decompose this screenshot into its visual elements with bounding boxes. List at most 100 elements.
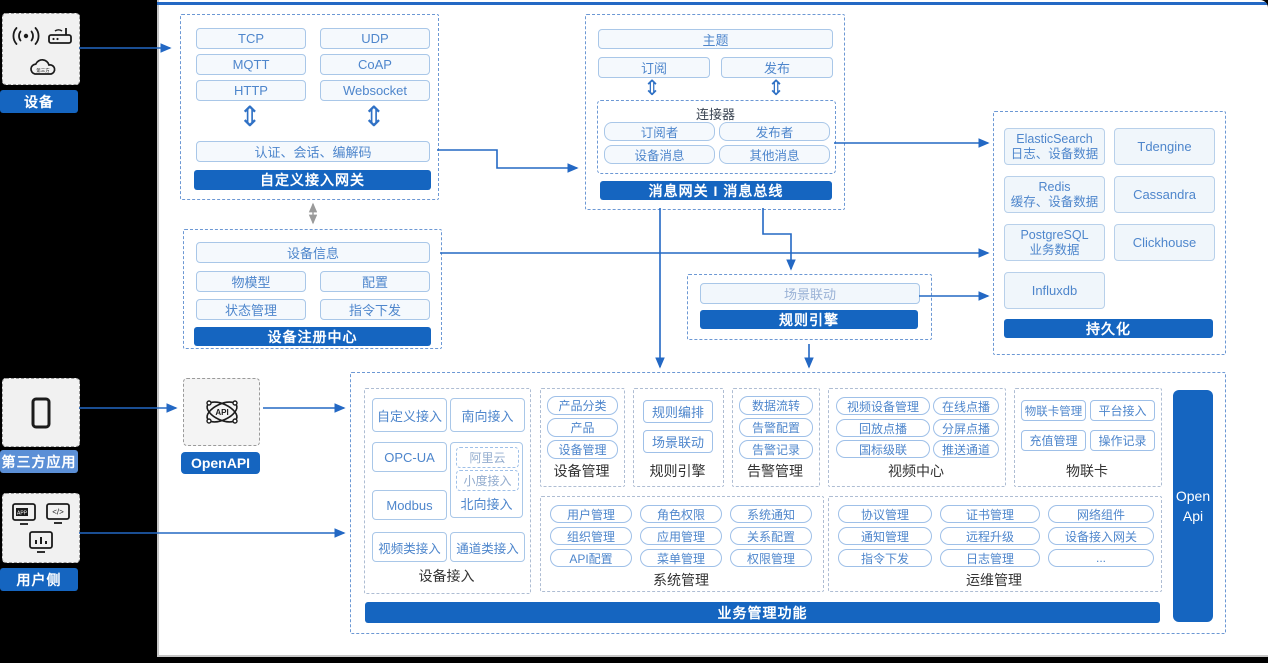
access-northbound-label: 北向接入 [460,497,513,512]
sys-permission-mgmt: 权限管理 [730,549,812,567]
access-channel-type: 通道类接入 [450,532,525,562]
mgmt-product-category: 产品分类 [547,396,618,415]
rule-scene-linkage: 场景联动 [643,430,713,453]
gateway-session-codec: 认证、会话、编解码 [196,141,430,162]
code-window-icon: </> [46,503,70,524]
ops-network-component: 网络组件 [1048,505,1154,523]
connector-title: 连接器 [695,107,735,122]
protocol-coap: CoAP [320,54,430,75]
open-api-line2: Api [1182,508,1204,524]
registry-device-info: 设备信息 [196,242,430,263]
access-xiaodu: 小度接入 [456,470,519,491]
openapi-icon-box: API [183,378,260,446]
section-label-alarm: 告警管理 [747,463,803,479]
protocol-udp: UDP [320,28,430,49]
alarm-records: 告警记录 [739,440,813,459]
cloud-icon: 第三方 [30,59,56,75]
sys-api-config: API配置 [550,549,632,567]
user-side-icon-box: APP </> [2,493,80,563]
mgmt-device: 设备管理 [547,440,618,459]
app-window-icon: APP [12,503,36,525]
protocol-http: HTTP [196,80,306,101]
access-custom: 自定义接入 [372,398,447,432]
openapi-label-text: OpenAPI [190,455,251,471]
db-clickhouse: Clickhouse [1114,224,1215,261]
sys-relation-config: 关系配置 [730,527,812,545]
connector-subscriber: 订阅者 [604,122,715,141]
bus-topic: 主题 [598,29,833,49]
section-label-iot-card: 物联卡 [1066,463,1108,479]
sys-role-permission: 角色权限 [640,505,722,523]
bus-subscribe: 订阅 [598,57,710,78]
alarm-config: 告警配置 [739,418,813,437]
db-name: PostgreSQL [1020,227,1089,242]
video-gb-cascade: 国标级联 [836,440,930,458]
ops-remote-upgrade: 远程升级 [940,527,1040,545]
openapi-label: OpenAPI [181,452,260,474]
db-cassandra: Cassandra [1114,176,1215,213]
ops-cert-mgmt: 证书管理 [940,505,1040,523]
double-arrow-icon: ⇕ [767,77,785,100]
section-label-rule-engine: 规则引擎 [649,463,706,479]
section-label-system-mgmt: 系统管理 [653,572,709,588]
device-label: 设备 [0,90,78,113]
card-recharge: 充值管理 [1021,430,1086,451]
video-device-mgmt: 视频设备管理 [836,397,930,415]
mgmt-product: 产品 [547,418,618,437]
scene-linkage-button: 场景联动 [700,283,920,304]
double-arrow-icon: ⇕ [238,101,262,132]
svg-text:第三方: 第三方 [36,67,50,74]
card-operation-log: 操作记录 [1090,430,1155,451]
device-icon-box: 第三方 [2,13,80,85]
db-name: Tdengine [1137,139,1192,154]
protocol-tcp: TCP [196,28,306,49]
db-name: ElasticSearch [1016,131,1093,146]
protocol-mqtt: MQTT [196,54,306,75]
wifi-signal-icon [12,27,40,45]
third-party-label: 第三方应用 [0,450,78,473]
db-influxdb: Influxdb [1004,272,1105,309]
ops-more: ... [1048,549,1154,567]
open-api-line1: Open [1175,488,1211,504]
db-name: Cassandra [1133,187,1196,202]
svg-text:</>: </> [52,508,64,517]
sys-notification: 系统通知 [730,505,812,523]
double-arrow-icon: ⇕ [362,101,386,132]
section-label-device-mgmt: 设备管理 [553,463,610,479]
section-label-video-center: 视频中心 [888,463,944,479]
db-postgresql: PostgreSQL 业务数据 [1004,224,1105,261]
registry-status-mgmt: 状态管理 [196,299,306,320]
card-mgmt: 物联卡管理 [1021,400,1086,421]
video-live-play: 在线点播 [933,397,999,415]
device-label-text: 设备 [24,93,54,110]
db-redis: Redis 缓存、设备数据 [1004,176,1105,213]
double-arrow-icon: ⇕ [643,77,661,100]
ops-protocol-mgmt: 协议管理 [838,505,932,523]
ops-command-dispatch: 指令下发 [838,549,932,567]
sys-app-mgmt: 应用管理 [640,527,722,545]
db-name: Influxdb [1031,283,1078,298]
card-platform-access: 平台接入 [1090,400,1155,421]
connector-publisher: 发布者 [719,122,830,141]
svg-text:API: API [215,408,228,417]
message-bus-title-bar: 消息网关 I 消息总线 [600,181,832,200]
sys-user-mgmt: 用户管理 [550,505,632,523]
bus-publish: 发布 [721,57,833,78]
third-party-label-text: 第三方应用 [1,453,77,470]
user-side-label: 用户侧 [0,568,78,591]
db-desc: 缓存、设备数据 [1010,194,1099,209]
open-api-vertical-bar: Open Api [1173,390,1213,622]
business-title-bar: 业务管理功能 [365,602,1160,623]
third-party-icon-box [2,378,80,447]
db-tdengine: Tdengine [1114,128,1215,165]
rule-engine-title-bar: 规则引擎 [700,310,918,329]
openapi-atom-icon: API [206,400,238,424]
section-label-ops-mgmt: 运维管理 [966,572,1022,588]
ops-log-mgmt: 日志管理 [940,549,1040,567]
chart-monitor-icon [29,531,53,553]
video-playback: 回放点播 [836,419,930,437]
db-name: Redis [1038,179,1071,194]
db-desc: 业务数据 [1029,242,1080,257]
db-desc: 日志、设备数据 [1010,146,1099,161]
ops-notify-mgmt: 通知管理 [838,527,932,545]
